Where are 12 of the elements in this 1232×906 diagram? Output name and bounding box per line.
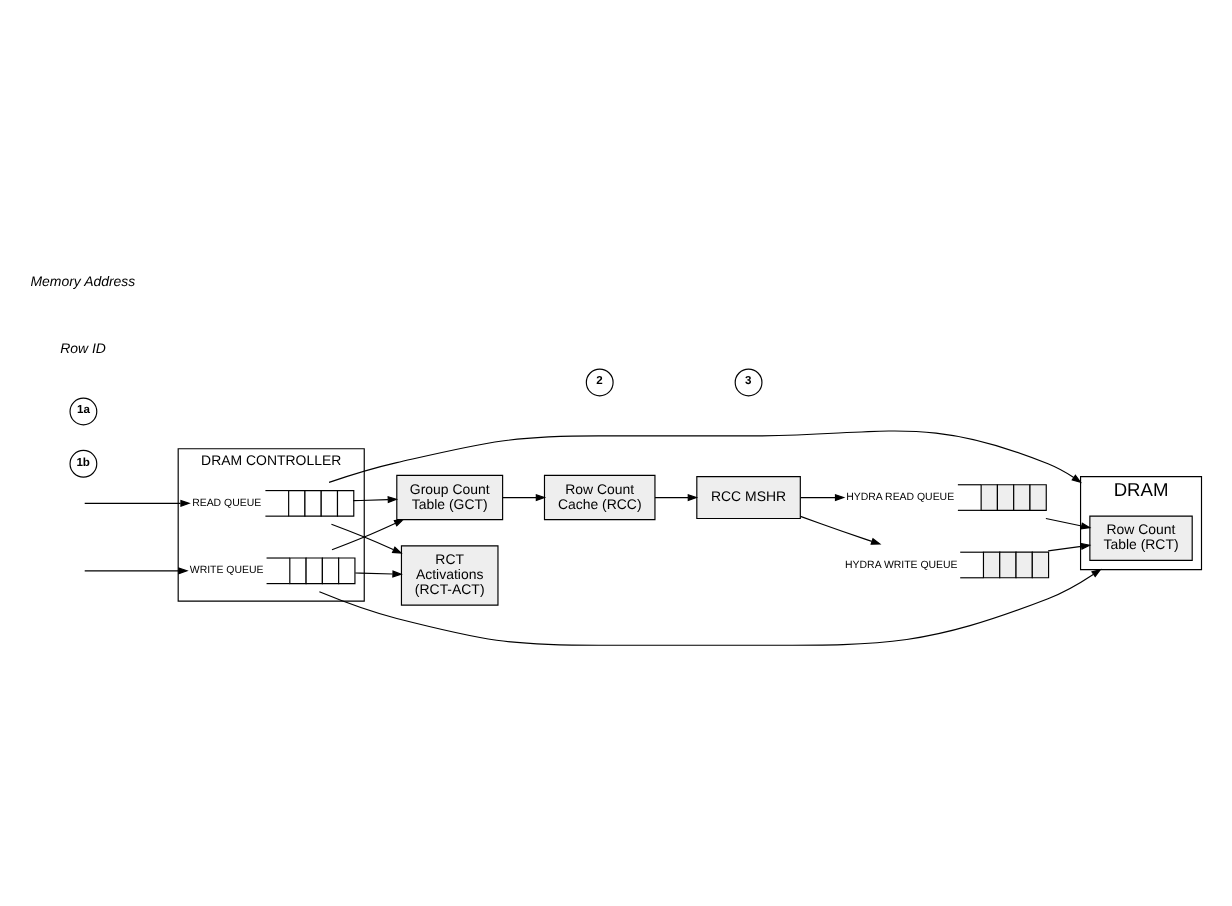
- arrow: [654, 492, 699, 501]
- arrow: [502, 492, 547, 501]
- arrow: [354, 569, 403, 577]
- arrow: [84, 566, 189, 574]
- arrow: [1047, 541, 1092, 551]
- arrow: [799, 514, 882, 544]
- arrow: [84, 498, 191, 507]
- arrow: [352, 494, 399, 503]
- arrow: [318, 567, 1102, 645]
- arrow: [328, 429, 1082, 483]
- arrow: [1045, 516, 1092, 529]
- arrow: [800, 492, 846, 501]
